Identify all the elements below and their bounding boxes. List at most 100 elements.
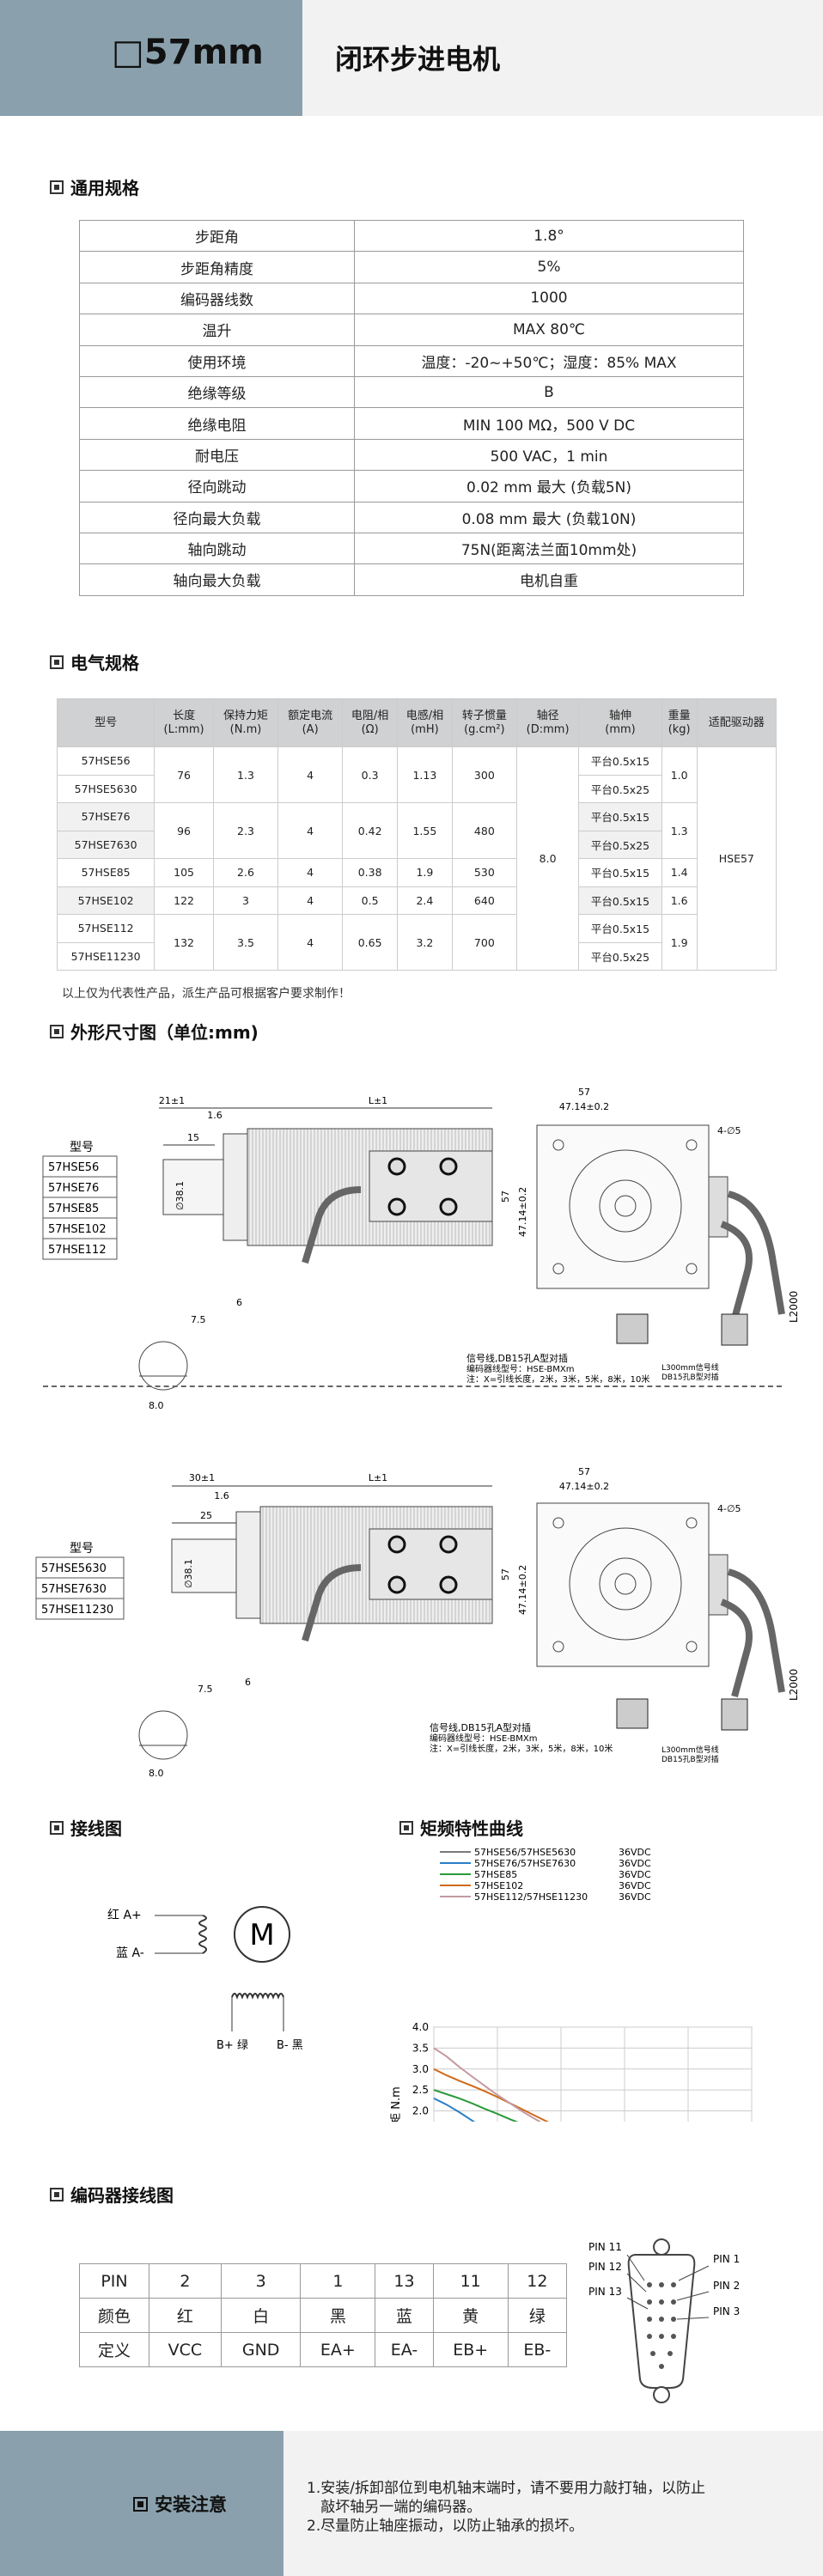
encoder-cell: 颜色 (79, 2298, 149, 2333)
cell-res: 0.65 (342, 914, 398, 971)
encoder-cell: 11 (432, 2263, 509, 2299)
encoder-cell: PIN (79, 2263, 149, 2299)
spec-row: 使用环境温度：-20~+50℃；湿度：85% MAX (79, 344, 744, 377)
spec-value: 5% (354, 251, 744, 283)
label-a-minus: 蓝 A- (116, 1946, 144, 1960)
cell-cur: 4 (277, 886, 344, 915)
series-line (433, 2089, 519, 2122)
section-wiring: 接线图 (50, 1815, 122, 1840)
cell-torque: 2.6 (212, 858, 279, 887)
y-axis-label: 转矩 N.m (390, 2086, 403, 2122)
spec-value: 0.02 mm 最大 (负载5N) (354, 470, 744, 502)
signal-line-2: 编码器线型号：HSE-BMXm (466, 1363, 575, 1374)
encoder-cell: 绿 (507, 2298, 568, 2333)
column-header: 长度(L:mm) (154, 698, 214, 747)
legend-label: 57HSE112/57HSE11230 (474, 1891, 588, 1903)
model-label: 57HSE11230 (41, 1604, 113, 1617)
cell-len: 76 (154, 746, 214, 803)
l300-b: DB15孔B型对插 (661, 1372, 719, 1382)
model-label: 57HSE76 (48, 1182, 99, 1195)
encoder-cell: 3 (220, 2263, 302, 2299)
legend-voltage: 36VDC (619, 1847, 651, 1858)
label-b-plus: B+ 绿 (216, 2039, 248, 2052)
drawing-2: 30±1 1.6 25 L±1 ∅38.1 8.0 7.5 6 型号 57HSE… (35, 1466, 800, 1779)
legend-voltage: 36VDC (619, 1891, 651, 1903)
spec-value: 温度：-20~+50℃；湿度：85% MAX (354, 344, 744, 377)
pin-13: PIN 13 (588, 2286, 622, 2298)
section-torque: 矩频特性曲线 (399, 1815, 523, 1840)
spec-value: MIN 100 MΩ，500 V DC (354, 407, 744, 440)
spec-value: 1000 (354, 282, 744, 315)
column-header: 保持力矩(N.m) (212, 698, 279, 747)
section-title: 电气规格 (70, 653, 139, 673)
coil-a (198, 1915, 207, 1954)
cell-res: 0.3 (342, 746, 398, 803)
spec-value: 0.08 mm 最大 (负载10N) (354, 501, 744, 533)
cell-res: 0.5 (342, 886, 398, 915)
spec-label: 步距角 (79, 219, 355, 253)
model-label: 57HSE112 (48, 1244, 107, 1257)
dimension-drawings: 21±1 1.6 15 L±1 ∅38.1 8.0 7.5 6 型号 57HSE… (35, 1087, 800, 1779)
dim-57-v: 57 (500, 1191, 511, 1203)
spec-value: MAX 80℃ (354, 314, 744, 346)
encoder-cell: 白 (220, 2298, 302, 2333)
dim-7-5b: 7.5 (198, 1684, 213, 1695)
encoder-cell: 12 (507, 2263, 568, 2299)
spec-label: 径向最大负载 (79, 501, 355, 533)
spec-value: 电机自重 (354, 563, 744, 596)
shaft-1 (162, 1159, 224, 1215)
install-line-2: 敲坏轴另一端的编码器。 (307, 2499, 482, 2516)
dim-7-5: 7.5 (191, 1314, 206, 1325)
dim-4-5: 4-∅5 (717, 1125, 741, 1136)
encoder-cell: 2 (148, 2263, 222, 2299)
encoder-cell: EA- (375, 2332, 434, 2367)
dim-l2000: L2000 (788, 1291, 800, 1323)
cell-shaft-ext: 平台0.5x25 (578, 774, 662, 803)
dim-30: 30±1 (189, 1472, 215, 1483)
drawing-1: 21±1 1.6 15 L±1 ∅38.1 8.0 7.5 6 型号 57HSE… (42, 1087, 800, 1411)
wiring-and-chart: 红 A+ 蓝 A- M B+ 绿 B- 黑 050010001500200025… (107, 1847, 753, 2122)
spec-row: 轴向最大负载电机自重 (79, 563, 744, 596)
spec-label: 编码器线数 (79, 282, 355, 315)
dim-L2: L±1 (369, 1472, 387, 1483)
spec-label: 轴向最大负载 (79, 563, 355, 596)
column-header: 适配驱动器 (696, 698, 777, 747)
cell-len: 105 (154, 858, 214, 887)
cell-cur: 4 (277, 802, 344, 859)
legend-voltage: 36VDC (619, 1869, 651, 1880)
wiring-diagram: 红 A+ 蓝 A- M B+ 绿 B- 黑 (107, 1906, 303, 2052)
cell-weight: 1.6 (661, 886, 698, 915)
column-header: 额定电流(A) (277, 698, 344, 747)
legend-voltage: 36VDC (619, 1858, 651, 1869)
dim-38-1b: ∅38.1 (183, 1559, 194, 1588)
cell-cur: 4 (277, 914, 344, 971)
cell-inertia: 480 (451, 802, 517, 859)
dim-1-6b: 1.6 (214, 1490, 229, 1501)
motor-symbol (234, 1906, 290, 1963)
section-square-icon (399, 1820, 413, 1835)
motor-front-1 (536, 1124, 710, 1289)
encoder-cell: VCC (148, 2332, 222, 2367)
cell-torque: 2.3 (212, 802, 279, 859)
cell-inertia: 640 (451, 886, 517, 915)
electrical-note: 以上仅为代表性产品，派生产品可根据客户要求制作！ (62, 987, 351, 1001)
section-square-icon (50, 655, 64, 669)
cell-torque: 1.3 (212, 746, 279, 803)
cell-inertia: 300 (451, 746, 517, 803)
cell-weight: 1.0 (661, 746, 698, 803)
spec-label: 温升 (79, 314, 355, 346)
signal-line-3: 注：X=引线长度，2米，3米，5米，8米，10米 (466, 1373, 649, 1385)
cell-len: 132 (154, 914, 214, 971)
dim-1-6: 1.6 (207, 1110, 223, 1121)
